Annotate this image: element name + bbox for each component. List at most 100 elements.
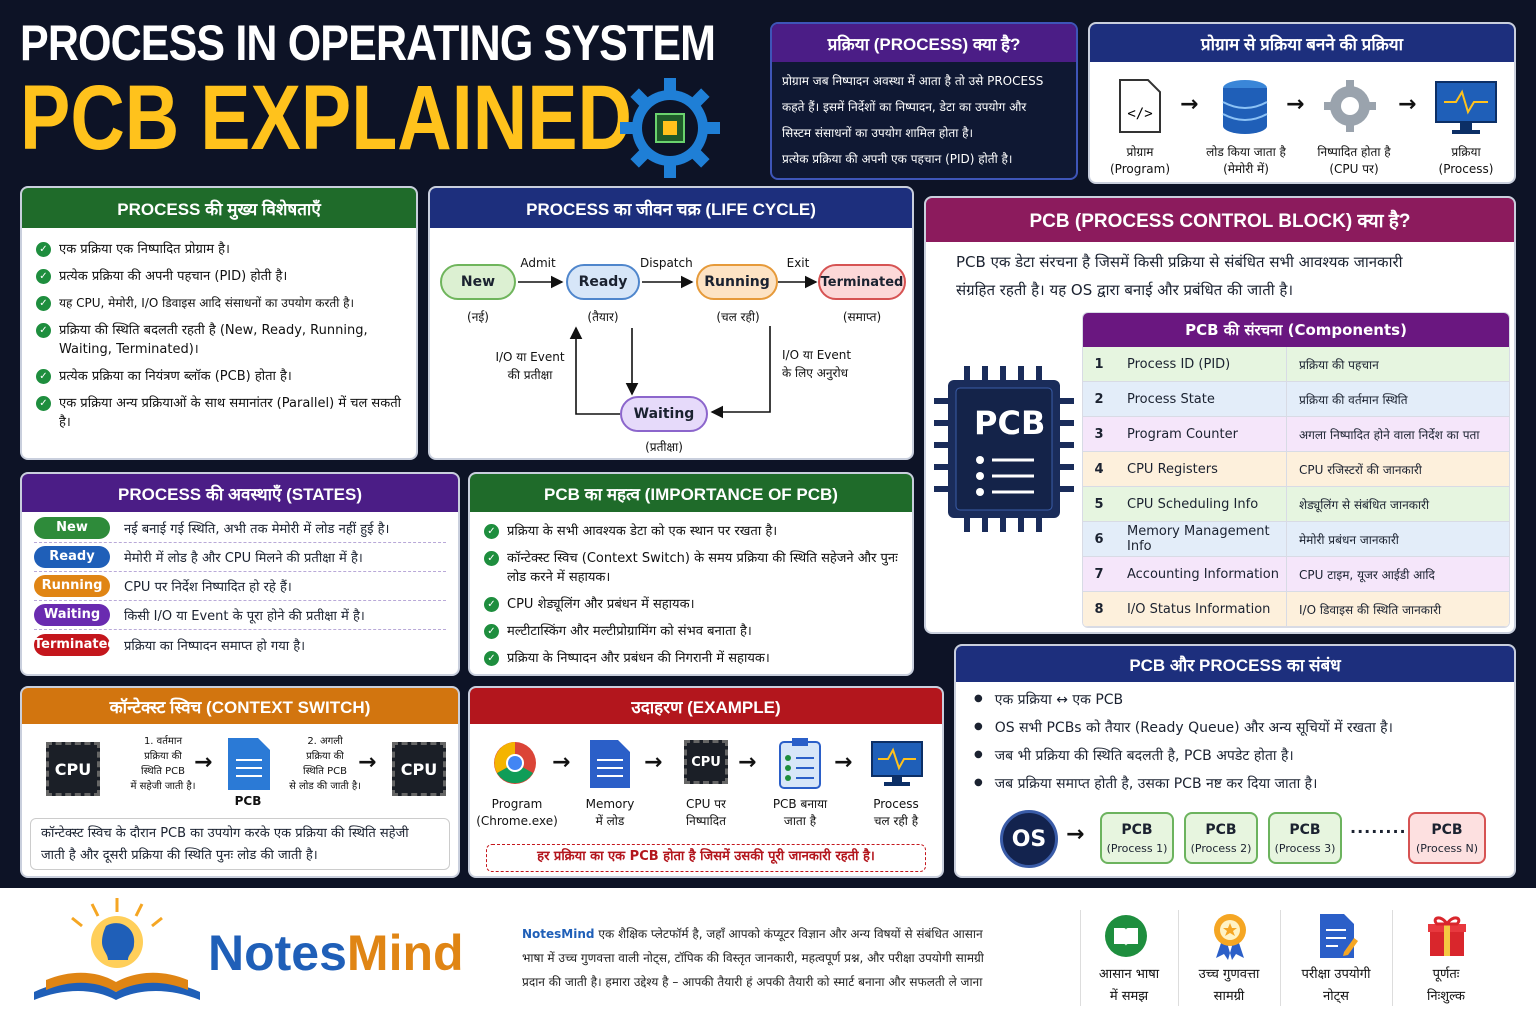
list-item: ✓प्रक्रिया की स्थिति बदलती रहती है (New,… bbox=[36, 321, 404, 359]
state-badge: New bbox=[34, 517, 110, 539]
state-desc: नई बनाई गई स्थिति, अभी तक मेमोरी में लोड… bbox=[124, 522, 390, 537]
arrow: → bbox=[552, 750, 571, 775]
step-label: प्रोग्राम(Program) bbox=[1110, 145, 1170, 176]
state-desc: CPU पर निर्देश निष्पादित हो रहे हैं। bbox=[124, 580, 292, 595]
component-desc: CPU रजिस्टरों की जानकारी bbox=[1299, 462, 1422, 477]
component-desc: I/O डिवाइस की स्थिति जानकारी bbox=[1299, 602, 1442, 617]
text-line: प्रोग्राम जब निष्पादन अवस्था में आता है … bbox=[782, 74, 1044, 88]
example-step-label: Program(Chrome.exe) bbox=[476, 797, 558, 828]
card-title: PROCESS की अवस्थाएँ (STATES) bbox=[22, 474, 458, 512]
component-name: Process State bbox=[1115, 382, 1287, 416]
list-item: ✓एक प्रक्रिया एक निष्पादित प्रोग्राम है। bbox=[36, 240, 404, 259]
state-desc: मेमोरी में लोड है और CPU मिलने की प्रतीक… bbox=[124, 551, 363, 566]
context-switch-card: कॉन्टेक्स्ट स्विच (CONTEXT SWITCH) CPU 1… bbox=[20, 686, 460, 878]
arrow: → bbox=[194, 750, 213, 775]
card-title: PCB का महत्व (IMPORTANCE OF PCB) bbox=[470, 474, 912, 512]
state-ready-hindi: (तैयार) bbox=[587, 310, 619, 324]
step-label: प्रक्रिया(Process) bbox=[1438, 145, 1494, 176]
arrow: → bbox=[358, 750, 377, 775]
component-number: 6 bbox=[1094, 531, 1104, 547]
ellipsis: ........ bbox=[1350, 818, 1407, 837]
edge-dispatch: Dispatch bbox=[640, 256, 693, 270]
card-title: PCB और PROCESS का संबंध bbox=[956, 646, 1514, 682]
feature-label: उच्च गुणवत्तासामग्री bbox=[1198, 967, 1260, 1004]
pcb-chip-icon bbox=[934, 366, 1074, 532]
notes-icon bbox=[1320, 914, 1358, 958]
cpu-chip-left: CPU bbox=[46, 742, 100, 796]
state-badge: Running bbox=[34, 575, 110, 597]
state-badge: Waiting bbox=[34, 604, 110, 626]
list-item: ✓प्रत्येक प्रक्रिया का नियंत्रण ब्लॉक (P… bbox=[36, 367, 404, 386]
list-item: OS सभी PCBs को तैयार (Ready Queue) और अन… bbox=[974, 718, 1498, 737]
list-item: ✓CPU शेड्यूलिंग और प्रबंधन में सहायक। bbox=[484, 595, 900, 614]
list-item: जब प्रक्रिया समाप्त होती है, उसका PCB नष… bbox=[974, 774, 1498, 793]
pcb-process-box: PCB(Process 3) bbox=[1268, 812, 1342, 864]
component-number: 7 bbox=[1094, 566, 1104, 582]
lifecycle-card: PROCESS का जीवन चक्र (LIFE CYCLE) New Re… bbox=[428, 186, 914, 460]
state-running-hindi: (चल रही) bbox=[716, 310, 760, 324]
cpu-gear-icon bbox=[1324, 80, 1376, 132]
state-terminated: Terminated bbox=[818, 264, 906, 300]
component-name: Program Counter bbox=[1115, 417, 1287, 451]
arrow: → bbox=[644, 750, 663, 775]
edge-admit: Admit bbox=[520, 256, 556, 270]
text-line: प्रत्येक प्रक्रिया की अपनी एक पहचान (PID… bbox=[782, 152, 1013, 166]
card-title: प्रक्रिया (PROCESS) क्या है? bbox=[772, 24, 1076, 62]
check-icon: ✓ bbox=[36, 323, 51, 338]
edge-exit: Exit bbox=[786, 256, 810, 270]
check-icon: ✓ bbox=[36, 296, 51, 311]
state-desc: किसी I/O या Event के पूरा होने की प्रतीक… bbox=[124, 609, 365, 624]
context-switch-desc: कॉन्टेक्स्ट स्विच के दौरान PCB का उपयोग … bbox=[30, 818, 450, 870]
card-title: उदाहरण (EXAMPLE) bbox=[470, 688, 942, 724]
feature-label: पूर्णतःनिःशुल्क bbox=[1427, 967, 1465, 1004]
cpu-chip: CPU bbox=[684, 740, 728, 784]
component-name: Memory Management Info bbox=[1115, 522, 1287, 556]
clipboard-checklist-icon bbox=[779, 738, 821, 789]
check-icon: ✓ bbox=[484, 624, 499, 639]
state-badge: Terminated bbox=[34, 633, 117, 656]
list-item: ✓कॉन्टेक्स्ट स्विच (Context Switch) के स… bbox=[484, 549, 900, 587]
arrow: → bbox=[738, 750, 757, 775]
components-title: PCB की संरचना (Components) bbox=[1083, 313, 1509, 347]
pcb-process-box: PCB(Process N) bbox=[1408, 812, 1486, 864]
card-title: PROCESS का जीवन चक्र (LIFE CYCLE) bbox=[430, 188, 912, 228]
example-card: उदाहरण (EXAMPLE) CPU → → → → Program(Chr… bbox=[468, 686, 944, 878]
list-item: जब भी प्रक्रिया की स्थिति बदलती है, PCB … bbox=[974, 746, 1498, 765]
card-title: PROCESS की मुख्य विशेषताएँ bbox=[22, 188, 416, 228]
footer-description: NotesMind एक शैक्षिक प्लेटफॉर्म है, जहाँ… bbox=[522, 927, 984, 989]
component-name: Process ID (PID) bbox=[1115, 347, 1287, 381]
list-item: एक प्रक्रिया ↔ एक PCB bbox=[974, 690, 1498, 709]
gear-chip-icon bbox=[620, 78, 720, 178]
program-to-process-card: प्रोग्राम से प्रक्रिया बनने की प्रक्रिया… bbox=[1088, 22, 1516, 184]
book-icon bbox=[1105, 915, 1147, 957]
memory-document-icon bbox=[590, 740, 630, 788]
component-desc: अगला निष्पादित होने वाला निर्देश का पता bbox=[1299, 427, 1480, 442]
pcb-process-box: PCB(Process 1) bbox=[1100, 812, 1174, 864]
arrow: → bbox=[1398, 92, 1417, 117]
state-terminated-hindi: (समाप्त) bbox=[842, 310, 882, 324]
example-note: हर प्रक्रिया का एक PCB होता है जिसमें उस… bbox=[486, 844, 926, 872]
what-is-process-card: प्रक्रिया (PROCESS) क्या है? प्रोग्राम ज… bbox=[770, 22, 1078, 180]
check-icon: ✓ bbox=[36, 242, 51, 257]
arrow: → bbox=[1066, 822, 1085, 847]
check-icon: ✓ bbox=[36, 269, 51, 284]
pcb-definition: PCB एक डेटा संरचना है जिसमें किसी प्रक्र… bbox=[956, 253, 1403, 299]
component-number: 8 bbox=[1094, 601, 1104, 617]
notesmind-logo-icon bbox=[34, 898, 200, 1000]
list-item: ✓यह CPU, मेमोरी, I/O डिवाइस आदि संसाधनों… bbox=[36, 294, 404, 313]
component-name: Accounting Information bbox=[1115, 557, 1287, 591]
check-icon: ✓ bbox=[484, 524, 499, 539]
component-number: 2 bbox=[1094, 391, 1104, 407]
